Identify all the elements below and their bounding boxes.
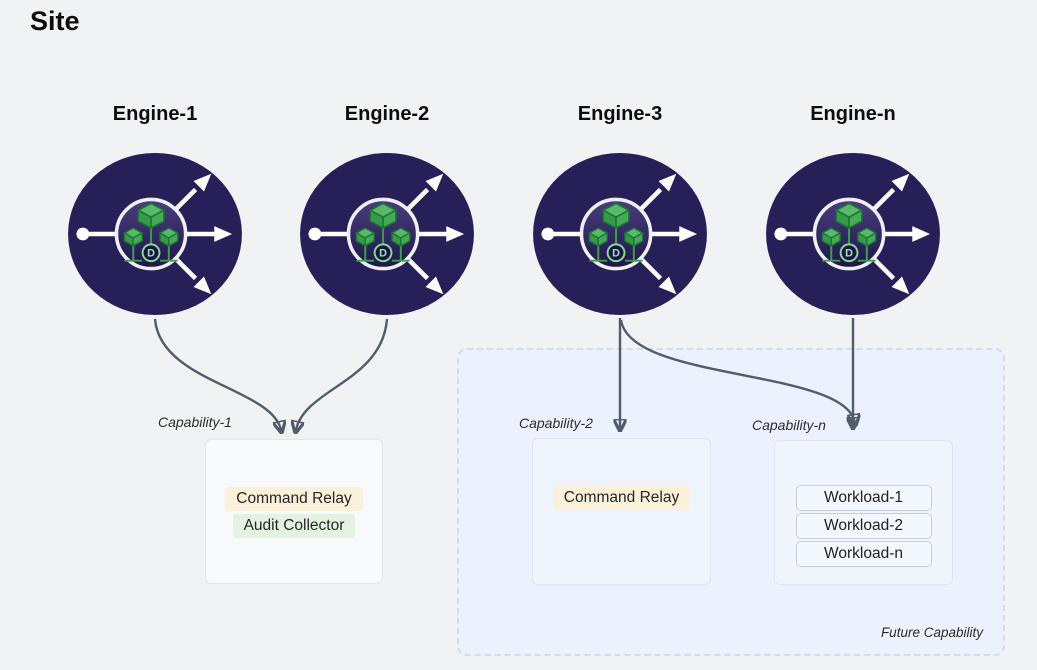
engine-node-3: Engine-3: [531, 102, 709, 317]
service-command-relay: Command Relay: [225, 487, 363, 511]
capability-n-box: Workload-1 Workload-2 Workload-n: [774, 440, 953, 585]
engine-routing-icon: [298, 151, 476, 317]
page-title: Site: [30, 6, 80, 36]
engine-routing-icon: [66, 151, 244, 317]
workload-item: Workload-2: [795, 513, 932, 539]
capability-n-workloads: Workload-1 Workload-2 Workload-n: [795, 485, 932, 567]
service-command-relay: Command Relay: [552, 486, 691, 510]
capability-1-box: Command Relay Audit Collector: [205, 439, 383, 584]
workload-item: Workload-1: [795, 485, 932, 511]
capability-2-label: Capability-2: [519, 415, 593, 431]
capability-2-services: Command Relay: [552, 486, 691, 510]
capability-1-services: Command Relay Audit Collector: [225, 487, 363, 538]
engine-3-label: Engine-3: [577, 103, 663, 125]
connector-engine2-capability1: [296, 318, 389, 430]
capability-2-box: Command Relay: [532, 438, 711, 585]
engine-routing-icon: [764, 151, 942, 317]
future-capability-label: Future Capability: [880, 625, 983, 640]
engine-routing-icon: [531, 151, 709, 317]
workload-item: Workload-n: [795, 541, 932, 567]
capability-1-label: Capability-1: [158, 414, 232, 430]
capability-n-label: Capability-n: [752, 417, 826, 433]
engine-n-label: Engine-n: [810, 103, 896, 125]
engine-1-label: Engine-1: [112, 103, 198, 125]
engine-node-n: Engine-n: [764, 102, 942, 317]
engine-node-1: Engine-1: [66, 102, 244, 317]
service-audit-collector: Audit Collector: [232, 514, 356, 538]
engine-2-label: Engine-2: [344, 103, 430, 125]
engine-node-2: Engine-2: [298, 102, 476, 317]
